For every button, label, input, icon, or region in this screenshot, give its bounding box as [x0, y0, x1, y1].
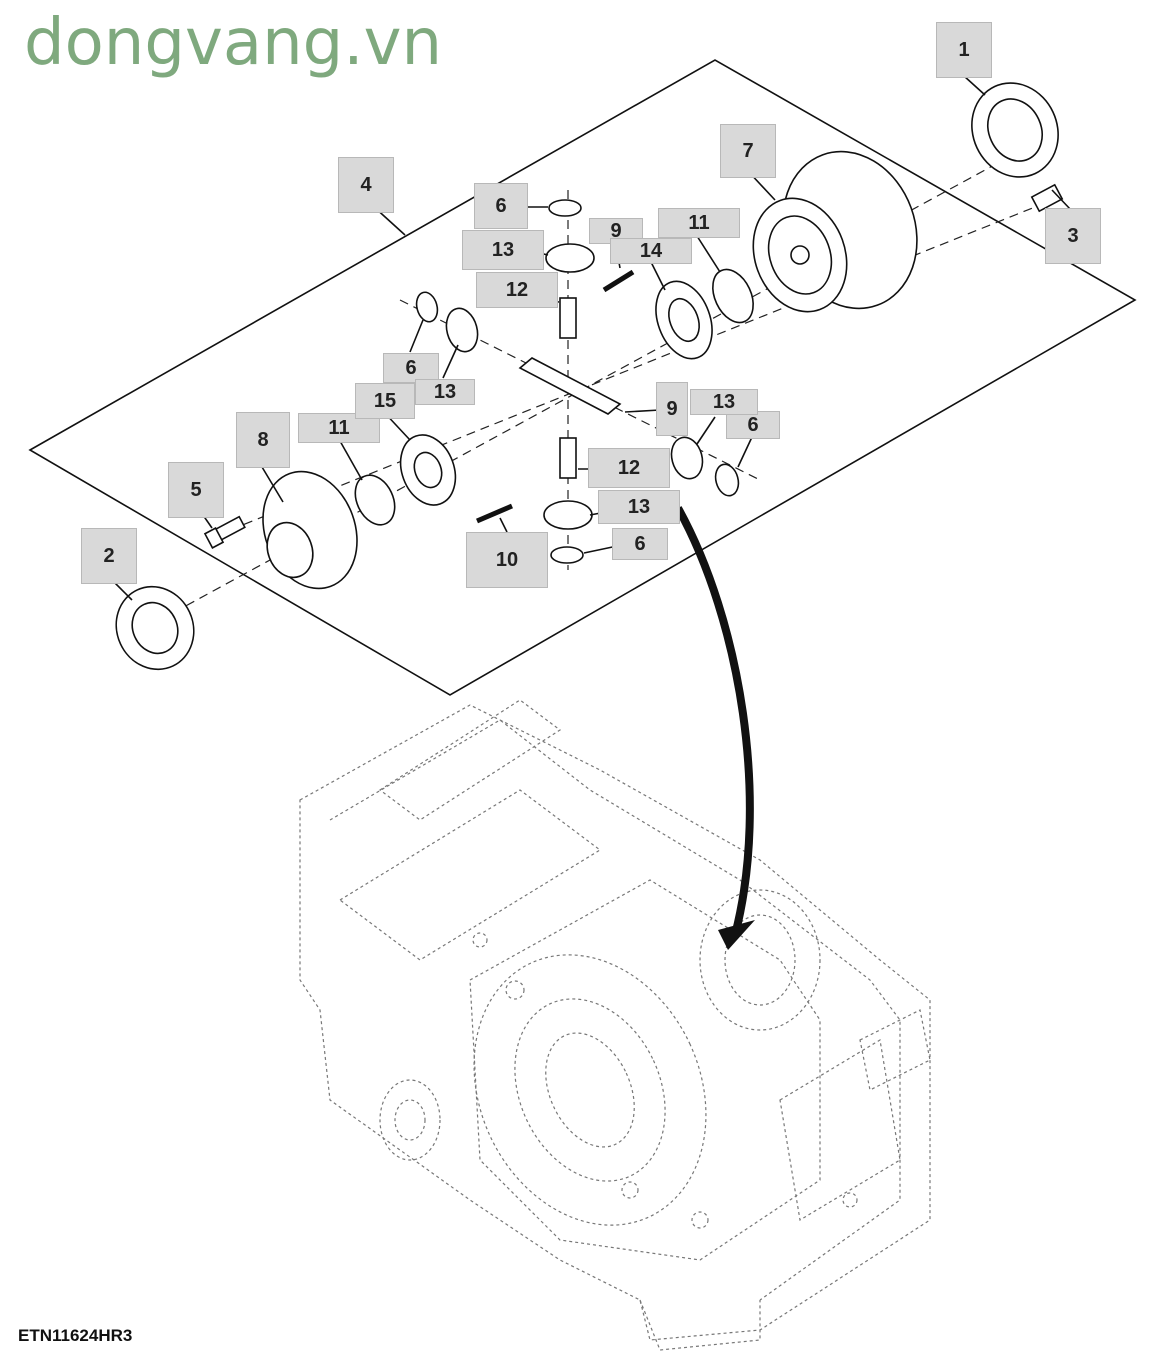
bearing-2 — [115, 585, 195, 671]
flange-8 — [262, 470, 358, 590]
install-arrow-head — [718, 920, 755, 950]
callout-13-left: 13 — [415, 379, 475, 405]
callout-6-right: 6 — [726, 411, 780, 439]
callout-9-right: 9 — [656, 382, 688, 436]
bolt-3 — [1030, 183, 1064, 213]
figure-id: ETN11624HR3 — [18, 1326, 133, 1345]
callout-12-top: 12 — [476, 272, 558, 308]
pinion-gear-13-left — [445, 307, 479, 353]
callout-5: 5 — [168, 462, 224, 518]
callout-1: 1 — [936, 22, 992, 78]
callout-13-bottom: 13 — [598, 490, 680, 524]
callout-2: 2 — [81, 528, 137, 584]
cross-shaft — [518, 357, 622, 415]
ring-11-left — [354, 474, 396, 526]
pin-12-bottom — [559, 437, 577, 479]
pinion-gear-13-right — [670, 436, 704, 480]
side-gear-14 — [655, 280, 713, 360]
callout-13-right: 13 — [690, 389, 758, 415]
washer-6-top — [548, 199, 582, 217]
bearing-1 — [971, 82, 1059, 178]
pinion-gear-13-bottom — [543, 500, 593, 530]
diff-housing-7 — [752, 150, 918, 313]
callout-3: 3 — [1045, 208, 1101, 264]
callout-15: 15 — [355, 383, 415, 419]
callout-12-bottom: 12 — [588, 448, 670, 488]
washer-6-left — [415, 291, 439, 323]
transmission-housing — [299, 699, 931, 1351]
callout-6-bottom: 6 — [612, 528, 668, 560]
callout-4: 4 — [338, 157, 394, 213]
callout-8: 8 — [236, 412, 290, 468]
pinion-gear-13-top — [545, 243, 595, 273]
assembly-plane — [28, 59, 1137, 696]
roll-pin-9 — [602, 269, 635, 293]
callout-13-top: 13 — [462, 230, 544, 270]
pin-12-top — [559, 297, 577, 339]
callout-14: 14 — [610, 238, 692, 264]
roll-pin-10 — [476, 503, 513, 524]
watermark: dongvang.vn — [24, 6, 443, 80]
ring-11-right — [712, 268, 754, 324]
washer-6-right — [714, 463, 740, 497]
bolt-5 — [203, 515, 246, 549]
washer-6-bottom — [550, 546, 584, 564]
callout-7: 7 — [720, 124, 776, 178]
callout-11-right: 11 — [658, 208, 740, 238]
callout-10: 10 — [466, 532, 548, 588]
callout-6-top: 6 — [474, 183, 528, 229]
callout-6-left: 6 — [383, 353, 439, 383]
install-arrow — [674, 506, 754, 937]
side-gear-15 — [399, 434, 457, 506]
